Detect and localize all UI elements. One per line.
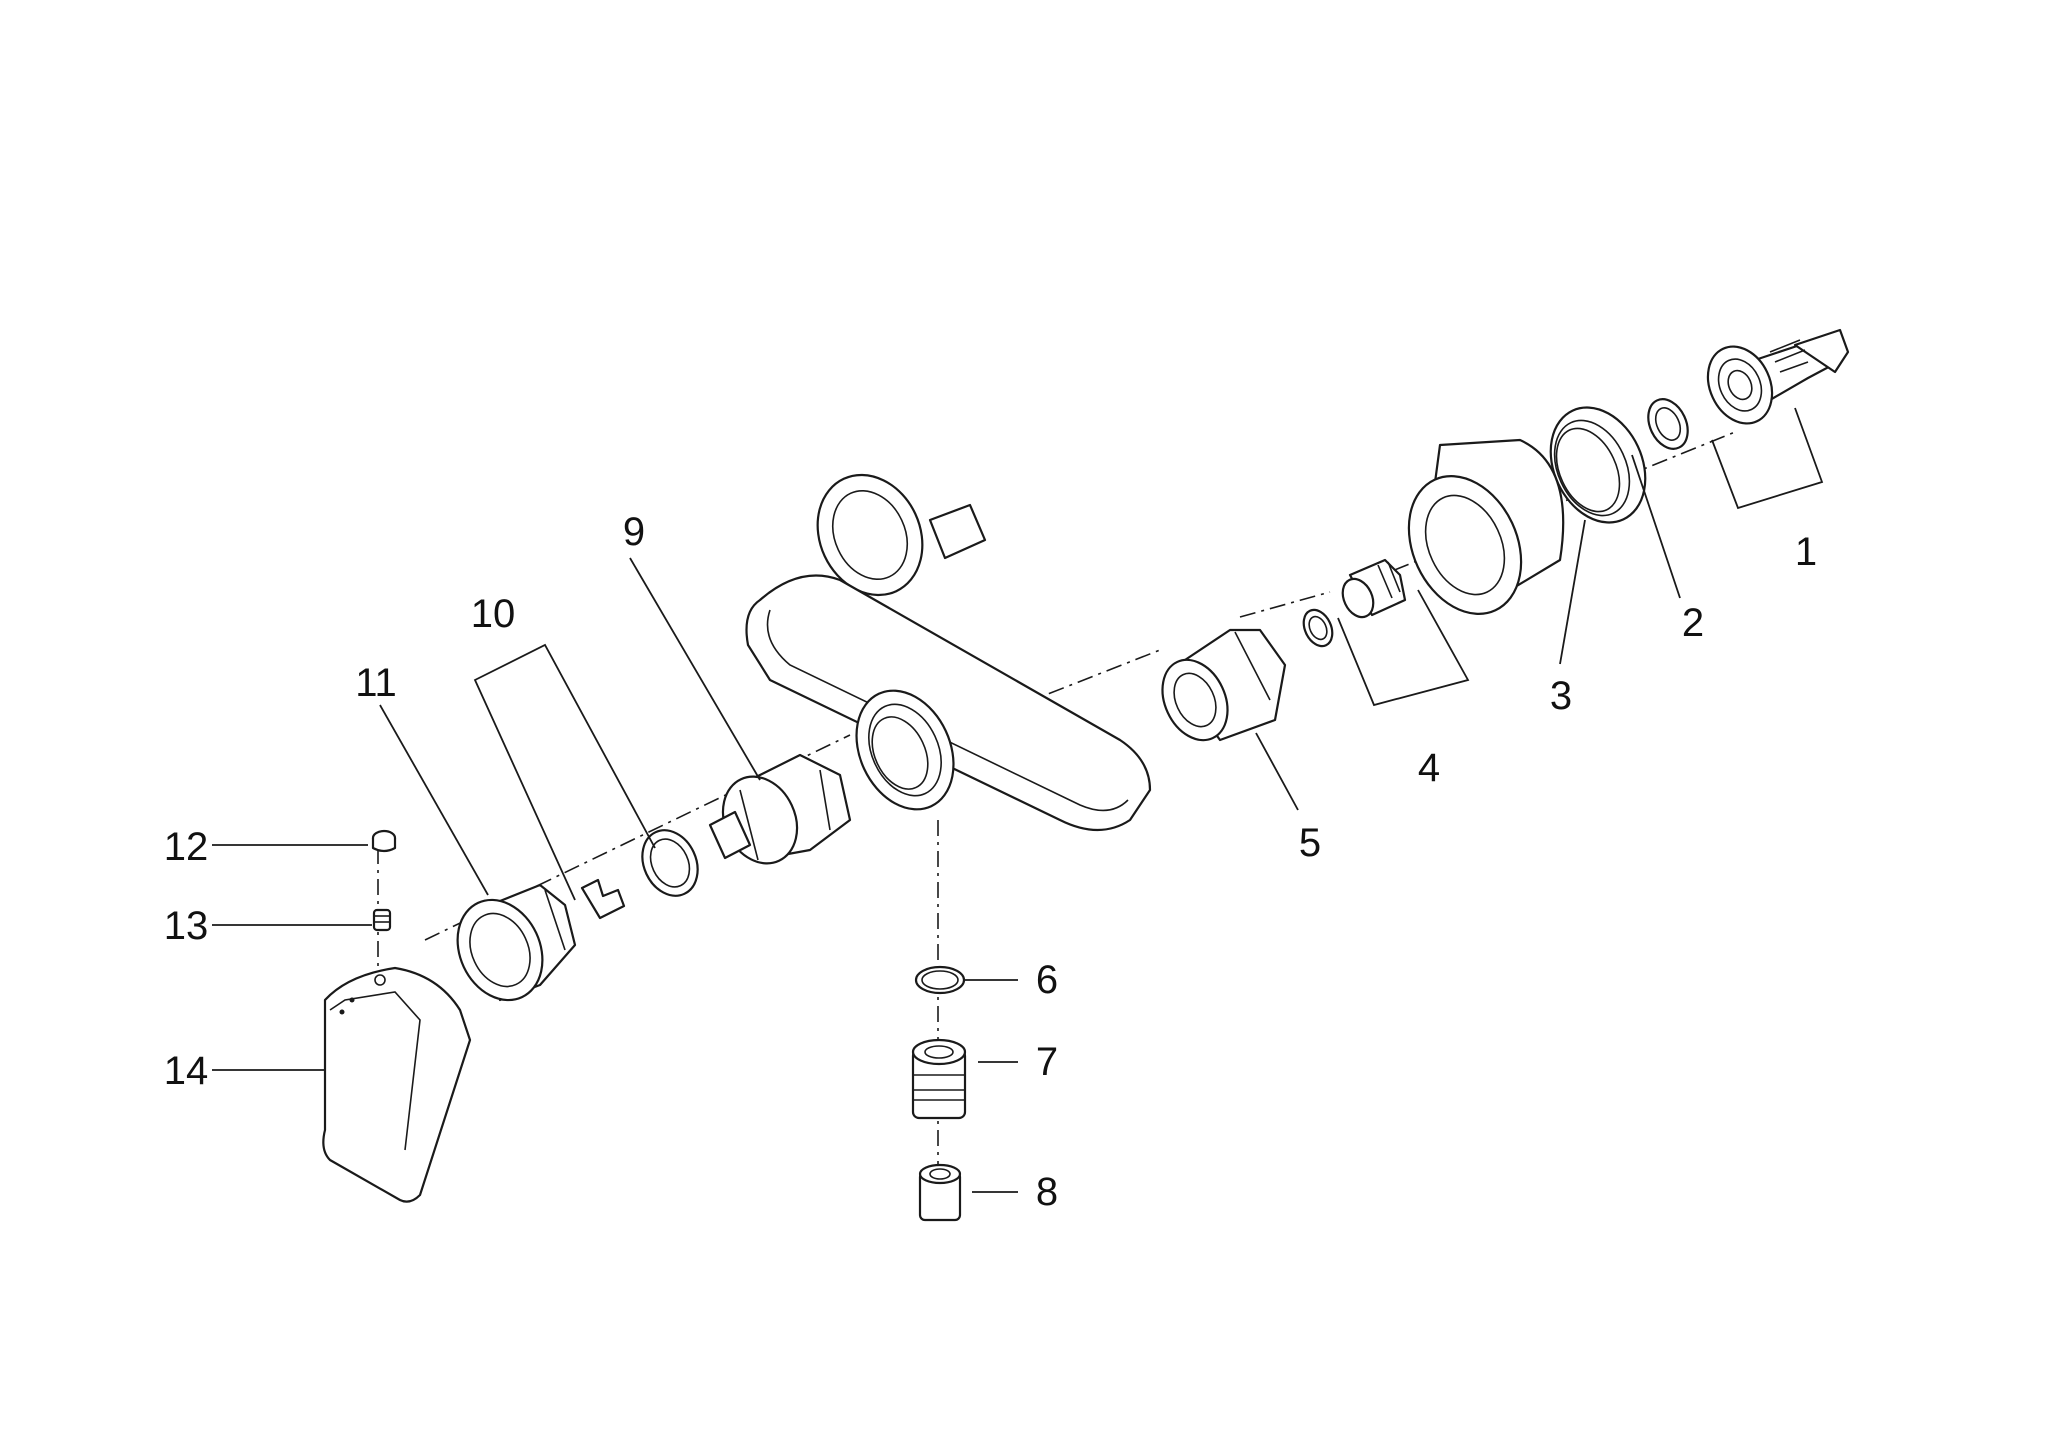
callout-11: 11	[355, 661, 397, 705]
part-9-cartridge	[708, 753, 852, 865]
callout-3: 3	[1549, 674, 1573, 718]
part-13-grub-screw	[372, 908, 392, 932]
mixer-body	[745, 473, 1152, 831]
callout-4: 4	[1417, 746, 1441, 790]
part-5-eccentric	[1302, 558, 1407, 648]
callout-2: 2	[1681, 601, 1705, 645]
callout-6: 6	[1035, 958, 1059, 1002]
callout-12: 12	[163, 825, 209, 869]
part-1-connector	[1706, 328, 1850, 425]
callout-9: 9	[622, 510, 646, 554]
leader-lines	[212, 407, 1824, 1193]
part-10-ring-and-clip	[580, 829, 699, 920]
part-2-washer	[1647, 398, 1689, 450]
part-8-plug	[918, 1163, 962, 1222]
callout-7: 7	[1035, 1040, 1059, 1084]
part-4-cover-cap	[1407, 438, 1565, 615]
part-5-nut	[1161, 628, 1287, 742]
callout-5: 5	[1298, 821, 1322, 865]
callout-1: 1	[1794, 530, 1818, 574]
part-7-plug	[911, 1038, 967, 1120]
part-12-cap	[371, 829, 397, 853]
part-6-gasket	[914, 965, 966, 995]
callout-8: 8	[1035, 1170, 1059, 1214]
part-14-lever-handle	[322, 966, 472, 1203]
callout-13: 13	[163, 904, 209, 948]
callout-14: 14	[163, 1049, 209, 1093]
part-11-sleeve	[456, 883, 577, 1002]
callout-10: 10	[470, 592, 516, 636]
